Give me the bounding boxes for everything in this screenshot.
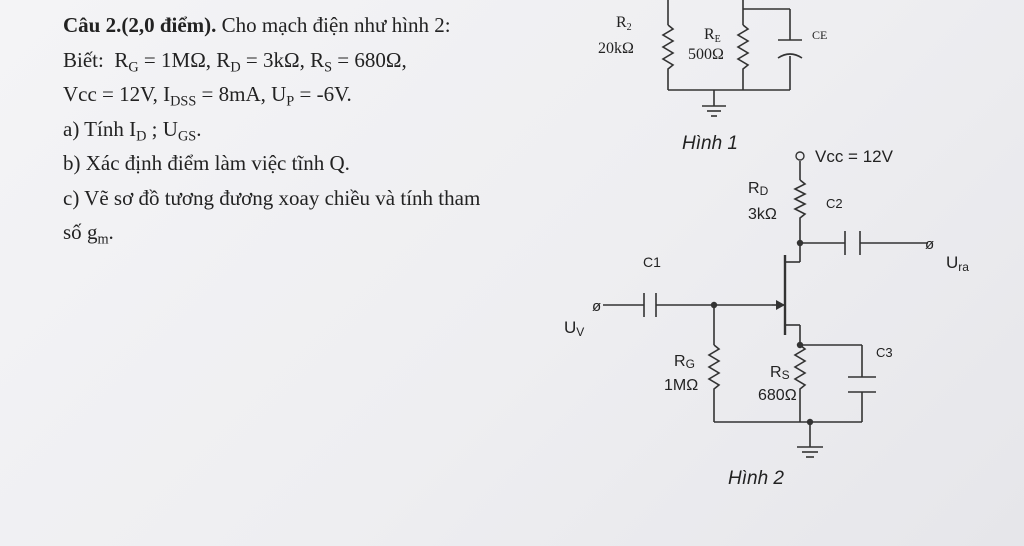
problem-heading: Câu 2.(2,0 điểm).	[63, 13, 217, 37]
up-subscript: P	[286, 93, 295, 110]
figure2-wiring	[603, 161, 928, 447]
idss-subscript: DSS	[170, 93, 197, 110]
gm-subscript: m	[97, 231, 109, 248]
gm-symbol: g	[86, 220, 98, 244]
ground-bus-node	[806, 418, 814, 426]
uv-label: UV	[564, 318, 584, 339]
given-line-2: Vcc = 12V, IDSS = 8mA, UP = -6V.	[63, 77, 583, 112]
problem-intro: Cho mạch điện như hình 2:	[216, 13, 451, 37]
rg-resistor	[707, 344, 721, 400]
question-c: c) Vẽ sơ đồ tương đương xoay chiều và tí…	[63, 181, 503, 250]
question-a-end: .	[196, 116, 202, 141]
c1-capacitor	[643, 293, 657, 317]
question-c-text: c) Vẽ sơ đồ tương đương xoay chiều và tí…	[63, 185, 481, 245]
vcc-terminal-icon	[795, 151, 805, 161]
question-b-text: b) Xác định điểm làm việc tĩnh Q.	[63, 151, 350, 175]
drain-node	[796, 239, 804, 247]
figure2-caption: Hình 2	[728, 468, 784, 489]
given-label: Biết:	[63, 47, 104, 72]
re-resistor	[736, 24, 750, 75]
rs-value: 680Ω	[758, 387, 797, 404]
problem-heading-line: Câu 2.(2,0 điểm). Cho mạch điện như hình…	[63, 8, 583, 43]
ugs-subscript: GS	[177, 127, 197, 144]
re-label: RE	[704, 26, 721, 45]
rs-value: = 680Ω,	[332, 47, 407, 72]
rs-symbol: R	[310, 47, 325, 72]
question-a: a) Tính ID ; UGS.	[63, 112, 583, 147]
rg-symbol: R	[114, 47, 129, 72]
id-symbol: I	[129, 116, 137, 141]
input-gate-node	[710, 301, 718, 309]
r2-resistor	[661, 24, 675, 75]
rs-label: RS	[770, 364, 790, 382]
ce-label: CE	[812, 28, 827, 42]
rd-label: RD	[748, 180, 769, 198]
rg-value: 1MΩ	[664, 377, 698, 394]
figure2-ground-icon	[797, 446, 823, 458]
question-a-prefix: a) Tính	[63, 116, 130, 141]
jfet-gate-arrow	[772, 300, 785, 310]
ura-label: Ura	[946, 253, 969, 274]
ce-capacitor	[777, 39, 803, 59]
rs-resistor	[793, 344, 807, 400]
r2-label: R2	[616, 14, 632, 33]
id-subscript: D	[136, 127, 147, 144]
rg-subscript: G	[128, 58, 139, 75]
vcc-label: Vcc = 12V	[815, 147, 894, 166]
c2-capacitor	[844, 231, 861, 255]
rd-resistor	[793, 179, 807, 222]
idss-value: = 8mA,	[196, 82, 272, 106]
input-terminal-icon: ø	[592, 298, 601, 315]
figure1-caption: Hình 1	[682, 133, 738, 154]
re-value: 500Ω	[688, 46, 724, 63]
up-value: = -6V.	[294, 82, 352, 106]
rg-label: RG	[674, 353, 695, 371]
question-a-separator: ;	[146, 116, 163, 141]
problem-statement: Câu 2.(2,0 điểm). Cho mạch điện như hình…	[63, 8, 583, 250]
up-symbol: U	[271, 82, 287, 106]
rg-value: = 1MΩ,	[138, 47, 217, 72]
c3-label: C3	[876, 345, 893, 360]
c3-capacitor	[848, 376, 876, 393]
rd-value: = 3kΩ,	[240, 47, 311, 72]
rs-subscript: S	[324, 58, 333, 75]
idss-symbol: I	[163, 82, 171, 106]
figure1-ground-icon	[702, 105, 726, 117]
rd-value: 3kΩ	[748, 206, 777, 223]
rd-symbol: R	[216, 47, 231, 72]
r2-value: 20kΩ	[598, 40, 634, 57]
output-terminal-icon: ø	[925, 236, 934, 253]
question-c-end: .	[108, 220, 114, 244]
c1-label: C1	[643, 254, 661, 270]
source-node	[796, 341, 804, 349]
c2-label: C2	[826, 196, 843, 211]
question-b: b) Xác định điểm làm việc tĩnh Q.	[63, 146, 583, 181]
vcc-given: Vcc = 12V,	[63, 82, 164, 106]
given-line-1: Biết: RG = 1MΩ, RD = 3kΩ, RS = 680Ω,	[63, 43, 583, 78]
rd-subscript: D	[230, 58, 241, 75]
figure1-wiring	[667, 0, 791, 106]
ugs-symbol: U	[162, 116, 178, 141]
